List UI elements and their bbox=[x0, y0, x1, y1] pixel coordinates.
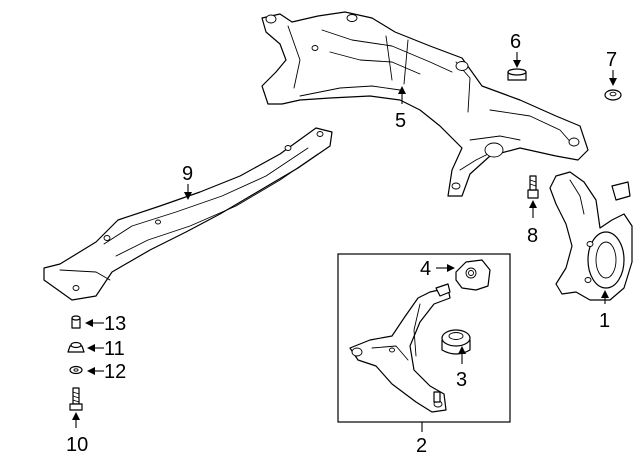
bushing-3[interactable] bbox=[441, 329, 471, 355]
callout-6: 6 bbox=[510, 31, 521, 68]
nut-11[interactable] bbox=[67, 341, 85, 353]
callout-11: 11 bbox=[87, 338, 125, 360]
callout-label-5: 5 bbox=[395, 110, 406, 132]
bolt-10[interactable] bbox=[69, 387, 83, 411]
callout-label-13: 13 bbox=[104, 313, 126, 335]
callout-label-9: 9 bbox=[182, 163, 193, 185]
callout-7: 7 bbox=[606, 49, 617, 86]
bushing-13[interactable] bbox=[71, 315, 81, 329]
callout-label-3: 3 bbox=[456, 369, 467, 391]
lower-control-arm[interactable] bbox=[349, 283, 451, 413]
crossmember-subframe[interactable] bbox=[261, 11, 589, 197]
callout-label-6: 6 bbox=[510, 31, 521, 53]
callout-label-4: 4 bbox=[420, 258, 431, 280]
lower-arm-inset-box bbox=[337, 253, 511, 423]
cross-bar[interactable] bbox=[43, 127, 333, 301]
callout-label-10: 10 bbox=[66, 434, 88, 456]
callout-3: 3 bbox=[456, 346, 467, 391]
callout-12: 12 bbox=[87, 361, 126, 383]
callout-2: 2 bbox=[416, 422, 427, 457]
callout-9: 9 bbox=[182, 163, 193, 200]
callout-1: 1 bbox=[599, 290, 610, 332]
steering-knuckle[interactable] bbox=[549, 171, 633, 301]
callout-label-11: 11 bbox=[104, 338, 125, 360]
bushing-4[interactable] bbox=[455, 259, 491, 291]
callout-10: 10 bbox=[66, 412, 88, 456]
bolt-8[interactable] bbox=[527, 175, 539, 199]
bushing-6[interactable] bbox=[507, 68, 527, 81]
callout-label-1: 1 bbox=[599, 310, 610, 332]
callout-5: 5 bbox=[395, 86, 406, 132]
callout-label-7: 7 bbox=[606, 49, 617, 71]
callout-13: 13 bbox=[85, 313, 126, 335]
callout-label-12: 12 bbox=[104, 361, 126, 383]
callout-8: 8 bbox=[527, 200, 538, 247]
callout-4: 4 bbox=[420, 258, 455, 280]
washer-12[interactable] bbox=[69, 365, 83, 375]
callout-label-2: 2 bbox=[416, 435, 427, 457]
nut-7[interactable] bbox=[604, 89, 622, 101]
callout-label-8: 8 bbox=[527, 225, 538, 247]
